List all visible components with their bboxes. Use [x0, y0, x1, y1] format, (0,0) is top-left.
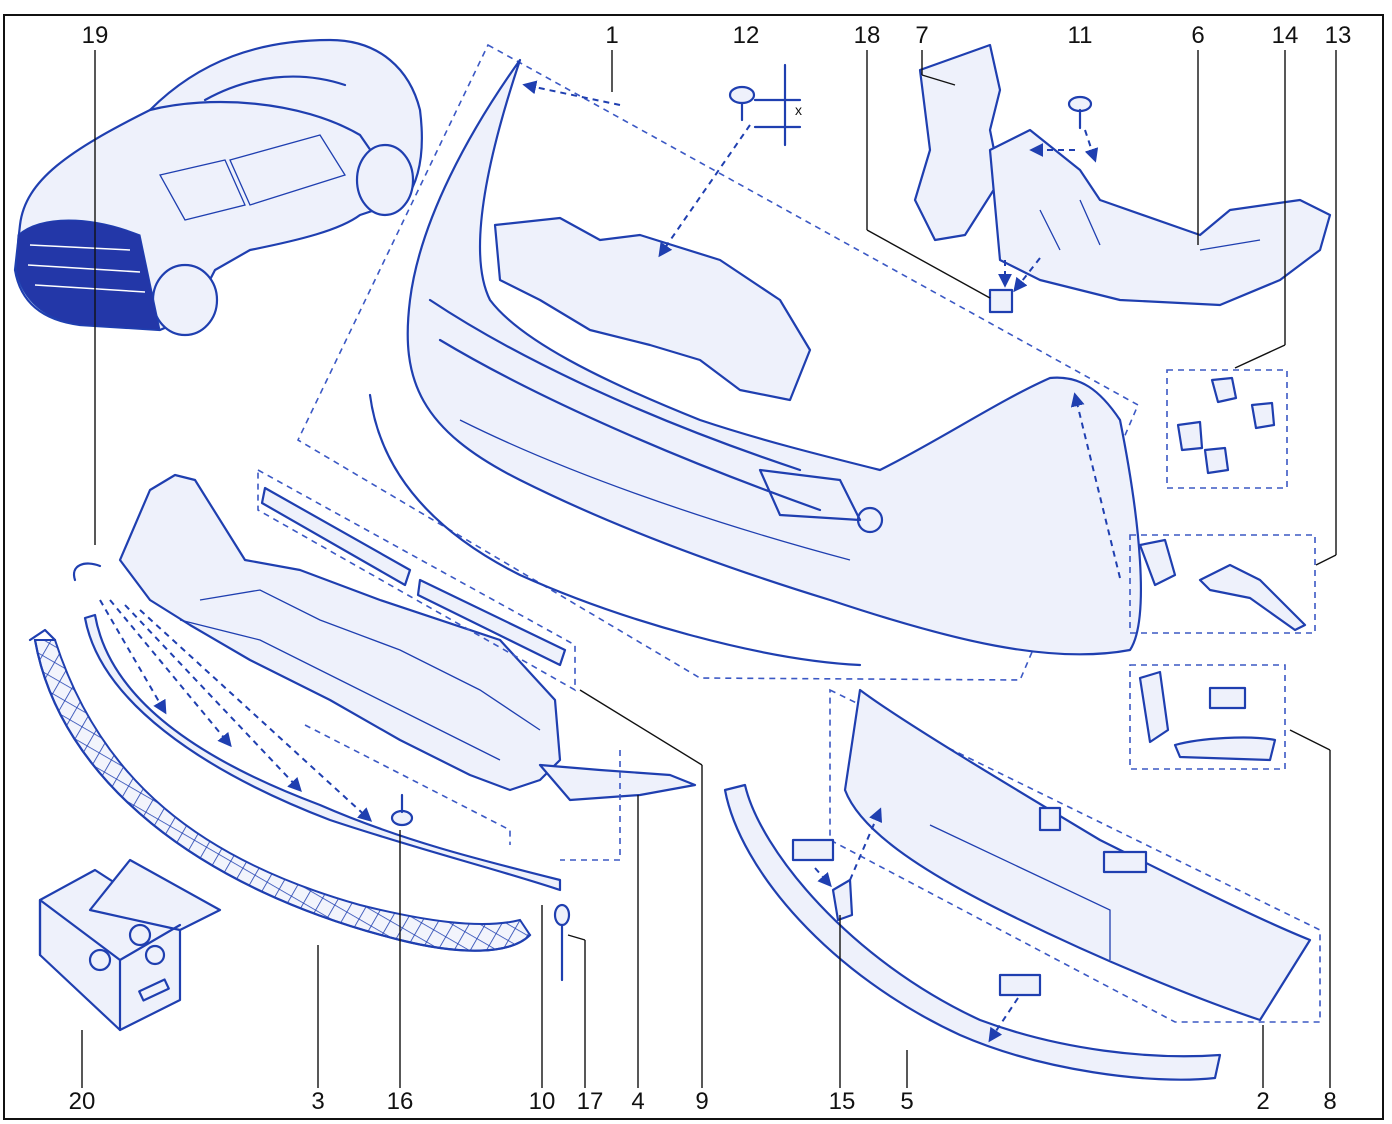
dashed-group-bumper — [296, 43, 1140, 681]
callout-12: 12 — [732, 22, 760, 49]
callout-5: 5 — [900, 1088, 914, 1115]
front-spoiler — [723, 783, 1222, 1081]
callout-4: 4 — [631, 1088, 645, 1115]
front-bumper-cover — [406, 58, 1142, 656]
callout-10: 10 — [528, 1088, 556, 1115]
dashed-group-2 — [829, 688, 1321, 1023]
fitting-kit-box — [38, 858, 222, 1032]
callout-6: 6 — [1191, 22, 1205, 49]
clip-19 — [72, 562, 102, 582]
trim-8 — [1138, 670, 1277, 762]
callout-3: 3 — [311, 1088, 325, 1115]
lower-grille — [28, 628, 532, 952]
callout-19: 19 — [81, 22, 109, 49]
dashed-group-14 — [1166, 369, 1288, 489]
dashed-group-8 — [1129, 664, 1286, 770]
lower-bumper-cover — [843, 688, 1312, 1022]
reinforcement-strips — [260, 486, 412, 587]
clips-14 — [1176, 376, 1276, 475]
car-thumbnail — [13, 38, 423, 337]
callout-18: 18 — [853, 22, 881, 49]
callout-1: 1 — [605, 22, 619, 49]
bracket-13 — [1138, 538, 1307, 632]
callout-8: 8 — [1323, 1088, 1337, 1115]
screw-12: x — [728, 63, 802, 147]
upper-absorber-panel — [493, 216, 812, 402]
callout-16: 16 — [386, 1088, 414, 1115]
callout-17: 17 — [576, 1088, 604, 1115]
callout-13: 13 — [1324, 22, 1352, 49]
callout-14: 14 — [1271, 22, 1299, 49]
rivet-17 — [553, 903, 571, 982]
grille-trim-strip — [83, 613, 562, 892]
callout-2: 2 — [1256, 1088, 1270, 1115]
bumper-support-brackets — [913, 43, 1332, 307]
callout-11: 11 — [1067, 22, 1093, 49]
callout-7: 7 — [915, 22, 929, 49]
lower-absorber — [118, 473, 697, 802]
callout-9: 9 — [695, 1088, 709, 1115]
leader-lines — [81, 50, 1337, 1088]
dashed-group-13 — [1129, 534, 1316, 634]
dimension-x-label: x — [795, 102, 802, 118]
callout-15: 15 — [828, 1088, 856, 1115]
callout-20: 20 — [68, 1088, 96, 1115]
bumper-lower-lip — [368, 393, 862, 667]
